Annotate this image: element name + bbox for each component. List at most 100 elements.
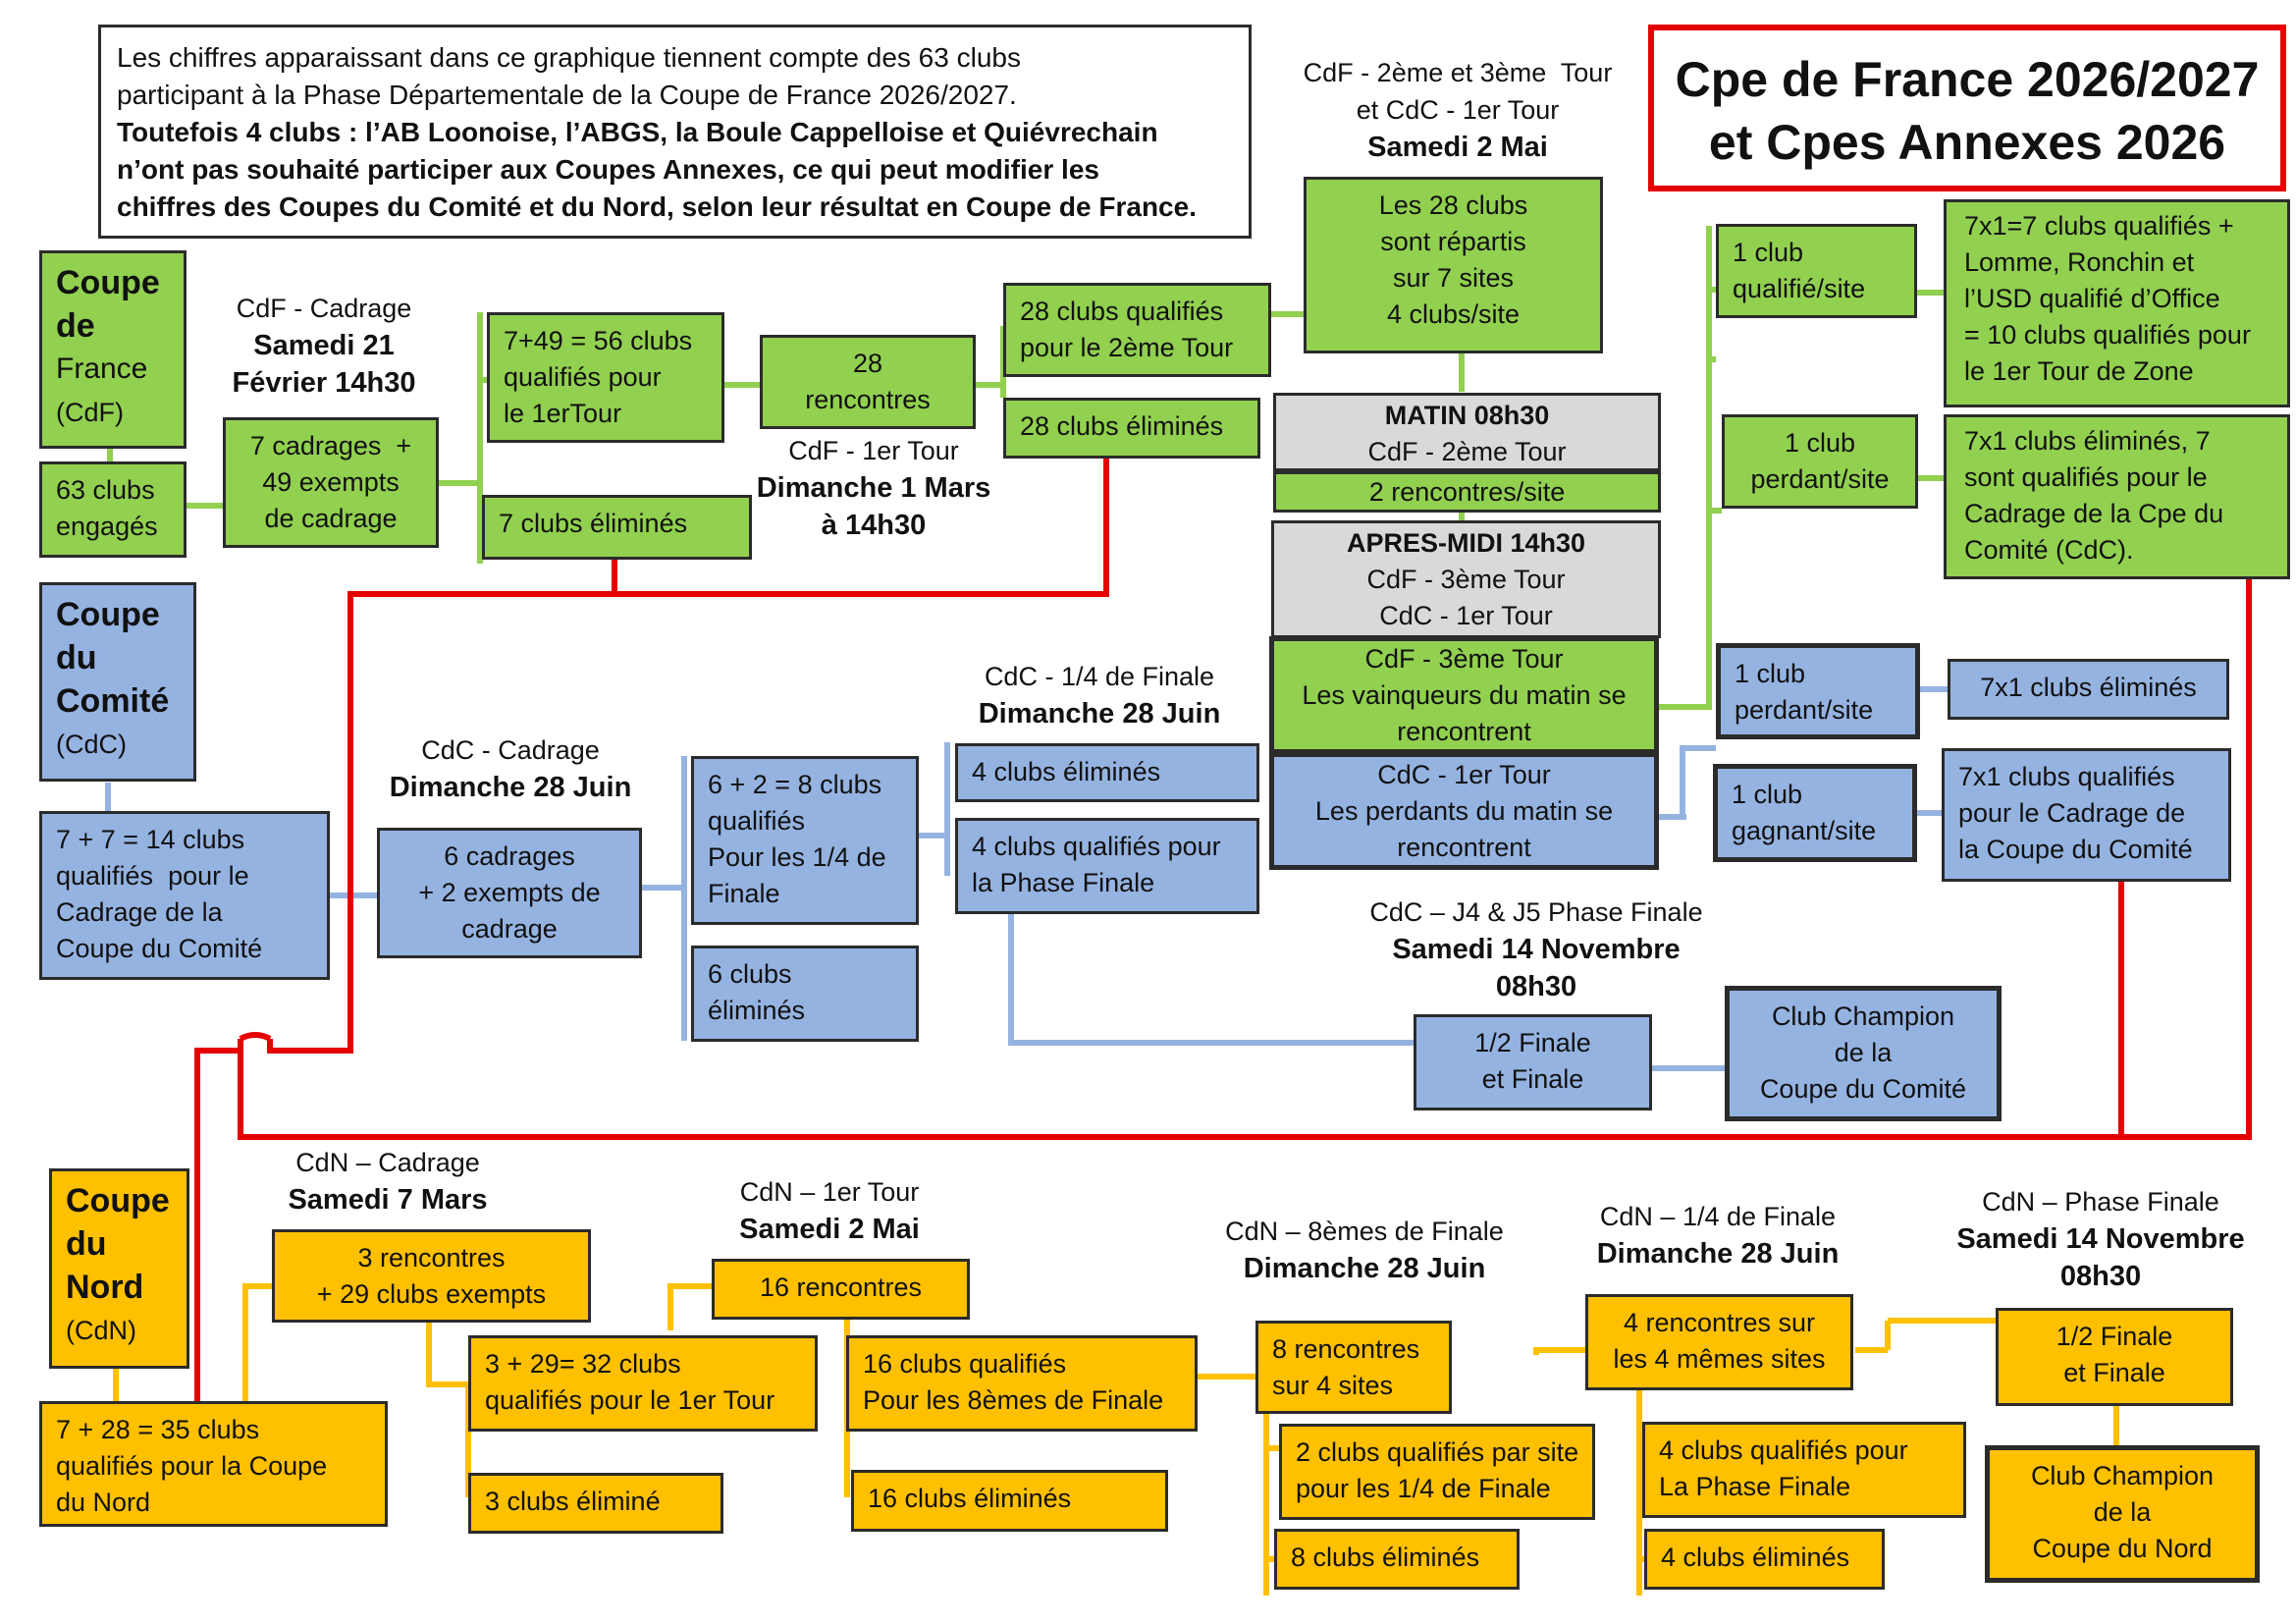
cdc-elim-r1-box: 7x1 clubs éliminés — [1948, 659, 2229, 720]
cdc-name-line: du — [56, 639, 97, 677]
title-line-2: et Cpes Annexes 2026 — [1708, 115, 2226, 170]
cdn-qualified-box: 7 + 28 = 35 clubs qualifiés pour la Coup… — [39, 1401, 388, 1527]
afternoon-losers-box: CdC - 1er Tour Les perdants du matin se … — [1269, 752, 1659, 870]
cdc-cadrage-line: 6 cadrages — [444, 841, 575, 871]
cdf-round1-box: 28 rencontres — [760, 335, 976, 429]
cdc-cadrage-label-l2: Dimanche 28 Juin — [389, 772, 632, 803]
afternoon-line-1: CdF - 3ème Tour — [1366, 565, 1566, 594]
cdn-qf-box: 4 rencontres sur les 4 mêmes sites — [1585, 1294, 1853, 1390]
cdf-elim-round1-box: 28 clubs éliminés — [1003, 398, 1260, 459]
cdf-qualified-2nd-box: 28 clubs qualifiés pour le 2ème Tour — [1003, 283, 1271, 377]
cdc-qualified-line: 7 + 7 = 14 clubs — [56, 825, 245, 854]
cdf-zone-line: le 1er Tour de Zone — [1964, 356, 2194, 386]
cdc-winner-site-line: 1 club — [1732, 780, 1803, 809]
note-line-5: chiffres des Coupes du Comité et du Nord… — [117, 191, 1197, 222]
note-line-4: n’ont pas souhaité participer aux Coupes… — [117, 154, 1099, 185]
morning-round: CdF - 2ème Tour — [1367, 437, 1567, 466]
cdf-round23-label-l2: et CdC - 1er Tour — [1356, 95, 1560, 125]
cdc-name-line: Coupe — [56, 596, 160, 633]
cdf-qualified-site-line: 1 club — [1733, 238, 1804, 267]
cdn-elim-r16-text: 8 clubs éliminés — [1291, 1543, 1480, 1572]
cdn-qualified-r16-line: 16 clubs qualifiés — [863, 1349, 1067, 1379]
losers-text: rencontrent — [1397, 833, 1531, 862]
cdc-loser-site-box: 1 club perdant/site — [1716, 643, 1920, 739]
cdc-qualified-cadrage-line: pour le Cadrage de — [1958, 798, 2186, 828]
cdf-elim-round1-text: 28 clubs éliminés — [1020, 411, 1224, 441]
cdc-champion-line: Club Champion — [1771, 1001, 1955, 1031]
cdn-r16-label-l2: Dimanche 28 Juin — [1243, 1253, 1486, 1284]
afternoon-title: APRES-MIDI 14h30 — [1346, 528, 1586, 558]
cdc-qualified-final-box: 4 clubs qualifiés pour la Phase Finale — [955, 818, 1259, 914]
cdc-cadrage-label-l1: CdC - Cadrage — [421, 735, 600, 765]
note-line-1: Les chiffres apparaissant dans ce graphi… — [117, 42, 1021, 73]
cdf-loser-site-line: 1 club — [1784, 428, 1856, 458]
title-line-1: Cpe de France 2026/2027 — [1675, 52, 2260, 107]
cdf-loser-site-box: 1 club perdant/site — [1722, 414, 1918, 509]
cdc-elim-qf-box: 4 clubs éliminés — [955, 743, 1259, 802]
afternoon-line-2: CdC - 1er Tour — [1379, 601, 1553, 630]
cdn-final-label-l3: 08h30 — [2059, 1261, 2142, 1292]
cdf-round1-label-l3: à 14h30 — [821, 510, 927, 541]
cdf-qualified-site-line: qualifié/site — [1733, 274, 1866, 303]
cdn-qualified-line: du Nord — [56, 1488, 151, 1517]
cdc-final-line: et Finale — [1481, 1064, 1584, 1094]
cdc-cadrage-box: 6 cadrages + 2 exempts de cadrage — [377, 828, 642, 958]
cdf-sites-line: 4 clubs/site — [1386, 299, 1521, 329]
cdn-qualified-r16-line: Pour les 8èmes de Finale — [863, 1385, 1164, 1415]
cdf-name-box: Coupe de France (CdF) — [39, 250, 187, 449]
afternoon-winners-box: CdF - 3ème Tour Les vainqueurs du matin … — [1269, 636, 1659, 754]
cdn-qualified-r1-box: 3 + 29= 32 clubs qualifiés pour le 1er T… — [468, 1335, 818, 1432]
cdc-connectors — [105, 686, 1948, 1071]
cdc-final-label: CdC – J4 & J5 Phase Finale Samedi 14 Nov… — [1345, 893, 1728, 1005]
cdn-name-line: Nord — [66, 1269, 144, 1306]
cdc-winner-site-line: gagnant/site — [1732, 816, 1877, 845]
winners-title: CdF - 3ème Tour — [1364, 644, 1564, 674]
cdf-round23-label-l3: Samedi 2 Mai — [1367, 132, 1548, 163]
cdn-name-line: (CdN) — [66, 1316, 136, 1345]
cdf-round1-label-l1: CdF - 1er Tour — [788, 436, 959, 465]
cdn-champion-line: Club Champion — [2030, 1461, 2215, 1490]
cdn-final-label-l2: Samedi 14 Novembre — [1956, 1223, 2245, 1255]
cdc-champion-box: Club Champion de la Coupe du Comité — [1725, 986, 2002, 1121]
morning-title: MATIN 08h30 — [1384, 401, 1550, 430]
main-title: Cpe de France 2026/2027 et Cpes Annexes … — [1648, 25, 2286, 191]
cdn-r1-label-l1: CdN – 1er Tour — [739, 1177, 920, 1207]
cdf-cadrage-line: 7 cadrages + — [249, 431, 412, 460]
cdf-round23-label: CdF - 2ème et 3ème Tour et CdC - 1er Tou… — [1286, 54, 1629, 166]
cdn-r1-text: 16 rencontres — [759, 1272, 923, 1302]
cdf-name-line: de — [56, 307, 95, 345]
losers-text: Les perdants du matin se — [1314, 796, 1614, 826]
cdc-qualified-qf-line: 6 + 2 = 8 clubs — [708, 770, 882, 799]
cdf-sites-line: sont répartis — [1380, 227, 1526, 256]
cdc-qf-label-l1: CdC - 1/4 de Finale — [984, 662, 1215, 691]
cdf-qualified-1st-box: 7+49 = 56 clubs qualifiés pour le 1erTou… — [487, 312, 724, 443]
cdn-elim-qf-text: 4 clubs éliminés — [1661, 1543, 1850, 1572]
note-line-2: participant à la Phase Départementale de… — [117, 80, 1017, 110]
cdc-cadrage-line: cadrage — [461, 914, 558, 944]
cdf-cadrage-box: 7 cadrages + 49 exempts de cadrage — [223, 417, 439, 548]
cdn-qf-line: 4 rencontres sur — [1623, 1308, 1816, 1337]
cdn-r16-label: CdN – 8èmes de Finale Dimanche 28 Juin — [1217, 1213, 1512, 1287]
cdn-name-line: du — [66, 1225, 107, 1263]
cdn-qualified-qf-line: 2 clubs qualifiés par site — [1296, 1437, 1579, 1467]
cdf-engaged-box: 63 clubs engagés — [39, 461, 187, 558]
cdf-qualified-site-box: 1 club qualifié/site — [1716, 224, 1917, 318]
cdc-name-line: Comité — [56, 682, 170, 720]
cdn-cadrage-line: 3 rencontres — [357, 1243, 506, 1272]
cdc-qualified-qf-box: 6 + 2 = 8 clubs qualifiés Pour les 1/4 d… — [691, 756, 919, 925]
cdf-round1-label-l2: Dimanche 1 Mars — [756, 472, 991, 504]
cdc-final-label-l2: Samedi 14 Novembre — [1392, 934, 1681, 965]
cdn-r16-line: sur 4 sites — [1272, 1371, 1394, 1400]
winners-text: Les vainqueurs du matin se — [1302, 680, 1627, 710]
cdc-final-label-l3: 08h30 — [1495, 971, 1577, 1002]
cdc-name-box: Coupe du Comité (CdC) — [39, 582, 196, 782]
cdc-elim-qf-text: 4 clubs éliminés — [972, 757, 1161, 786]
cdn-qualified-line: 7 + 28 = 35 clubs — [56, 1415, 260, 1444]
cdn-final-label-l1: CdN – Phase Finale — [1982, 1187, 2219, 1217]
cdf-to-cdc-line: Comité (CdC). — [1964, 535, 2134, 565]
cdn-qualified-final-line: La Phase Finale — [1659, 1472, 1851, 1501]
afternoon-header: APRES-MIDI 14h30 CdF - 3ème Tour CdC - 1… — [1271, 520, 1661, 638]
cdn-qf-line: les 4 mêmes sites — [1613, 1344, 1826, 1374]
cdf-cadrage-line: 49 exempts — [262, 467, 400, 497]
